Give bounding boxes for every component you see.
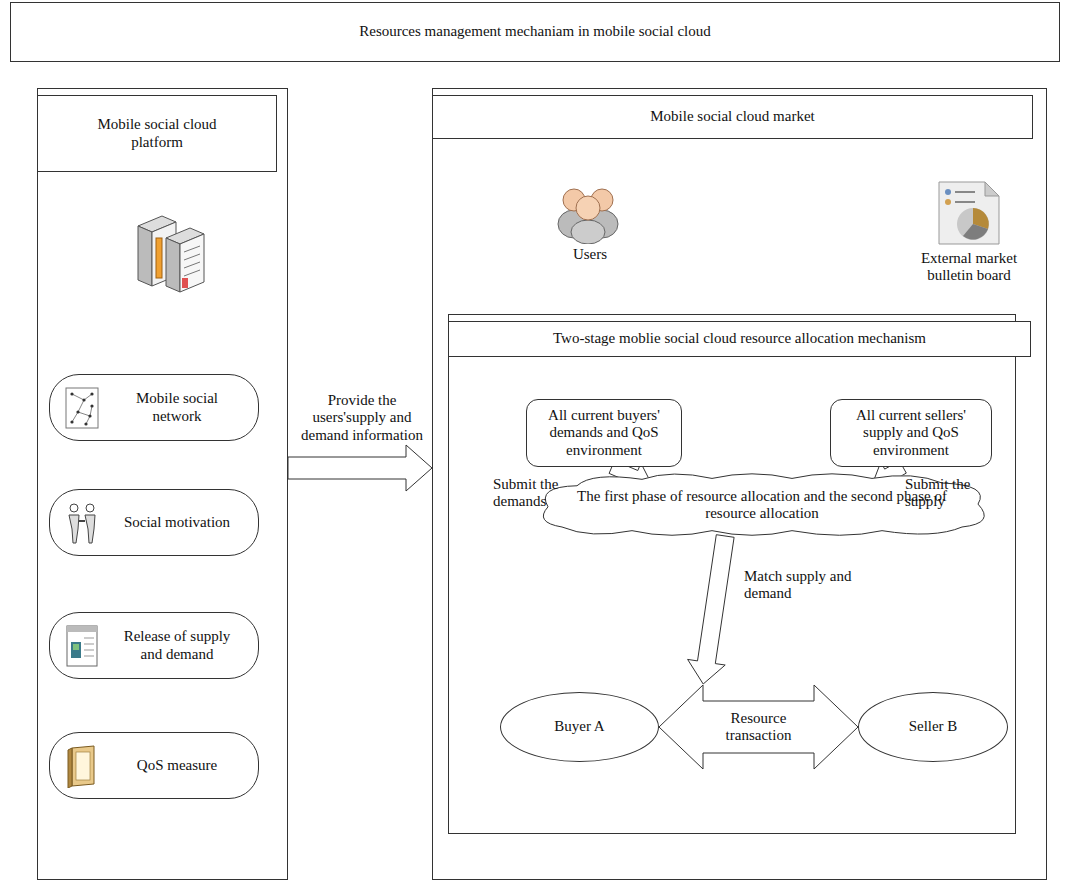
node-text: Buyer A — [554, 718, 604, 735]
rounded-item: Social motivation — [49, 489, 259, 556]
node-text: QoS measure — [137, 757, 217, 774]
rounded-item: Release of supply and demand — [49, 612, 259, 679]
item-icon-drawing — [64, 501, 100, 545]
edge-label: Provide the users'supply and demand info… — [300, 392, 424, 444]
text-holder: Mobile social network — [104, 375, 250, 440]
block-arrow — [659, 685, 858, 769]
item-icon-drawing — [64, 624, 100, 668]
text-holder: QoS measure — [104, 733, 250, 798]
text-holder: Release of supply and demand — [104, 613, 250, 678]
node-text: Release of supply and demand — [115, 628, 240, 663]
rounded-box: All current sellers' supply and QoS envi… — [830, 399, 992, 467]
caption-label: Match supply and demand — [744, 568, 856, 603]
node-text: Mobile social network — [115, 390, 240, 425]
users-icon — [552, 176, 624, 244]
text-holder: Resources management mechaniam in mobile… — [11, 3, 1059, 61]
item-icon-drawing — [64, 386, 100, 430]
panel-heading: Mobile social cloud market — [650, 108, 815, 125]
item-icon — [64, 744, 100, 788]
item-icon — [64, 386, 100, 430]
node-text: The first phase of resource allocation a… — [566, 488, 958, 523]
node-text: Social motivation — [124, 514, 230, 531]
item-icon — [64, 624, 100, 668]
caption-label: Users — [545, 246, 635, 263]
node-text: All current buyers' demands and QoS envi… — [533, 407, 675, 459]
item-icon-drawing — [64, 744, 100, 788]
text-holder: Social motivation — [104, 490, 250, 555]
node-text: Seller B — [909, 718, 958, 735]
rounded-item: Mobile social network — [49, 374, 259, 441]
panel-heading: Two-stage moblie social cloud resource a… — [553, 330, 926, 347]
item-icon — [64, 501, 100, 545]
edge-label: Submit the supply — [905, 476, 1010, 511]
node-text: Resources management mechaniam in mobile… — [359, 23, 711, 40]
panel-box: Mobile social cloud platformMobile socia… — [37, 88, 288, 880]
text-holder: All current sellers' supply and QoS envi… — [831, 400, 991, 466]
panel-heading: Mobile social cloud platform — [77, 116, 237, 151]
edge-label: Submit the demands — [493, 476, 593, 511]
text-holder: All current buyers' demands and QoS envi… — [527, 400, 681, 466]
title-box: Resources management mechaniam in mobile… — [10, 2, 1060, 62]
text-holder: Seller B — [859, 693, 1007, 761]
edge-label: Resource transaction — [699, 710, 819, 745]
bulletin-board-icon — [933, 178, 1003, 248]
block-arrow — [288, 445, 432, 491]
panel-box: Two-stage moblie social cloud resource a… — [448, 314, 1016, 834]
panel-header: Mobile social cloud platform — [37, 95, 277, 172]
panel-header: Mobile social cloud market — [432, 95, 1033, 139]
text-holder: Buyer A — [501, 693, 658, 761]
ellipse-node: Buyer A — [500, 692, 659, 762]
match-arrow — [688, 535, 735, 684]
caption-label: External market bulletin board — [905, 250, 1033, 285]
ellipse-node: Seller B — [858, 692, 1008, 762]
rounded-box: All current buyers' demands and QoS envi… — [526, 399, 682, 467]
rounded-item: QoS measure — [49, 732, 259, 799]
node-text: All current sellers' supply and QoS envi… — [837, 407, 985, 459]
panel-header: Two-stage moblie social cloud resource a… — [448, 321, 1031, 357]
server-icon — [132, 208, 212, 293]
